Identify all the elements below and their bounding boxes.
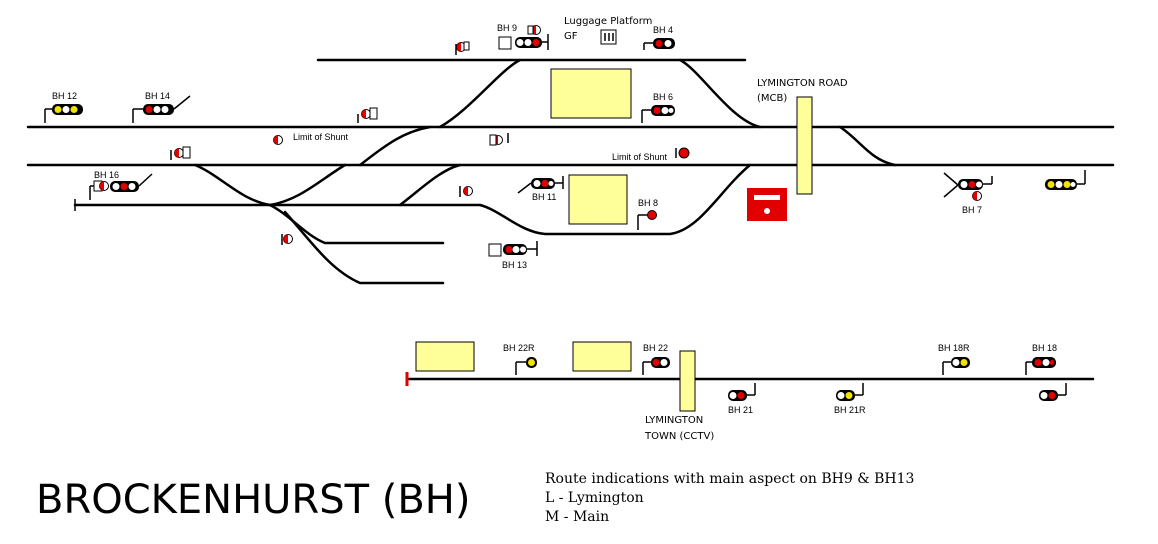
signal-head-icon: [1045, 170, 1086, 190]
track-lower-loop-east: [478, 163, 752, 236]
shunt-signal-icon: [357, 107, 378, 123]
note-main: M - Main: [545, 509, 609, 525]
signal-head-icon: [89, 173, 153, 200]
label-bh6: BH 6: [653, 92, 673, 102]
label-bh4: BH 4: [653, 25, 673, 35]
signal-head-icon: [637, 210, 657, 230]
siding-1: [268, 203, 445, 245]
label-mcb: (MCB): [757, 93, 787, 104]
platform-1: [550, 68, 632, 119]
signal-head-icon: [488, 241, 538, 257]
shunt-signal-icon: [459, 186, 473, 197]
crossover-2: [838, 125, 897, 167]
label-lymington-town: LYMINGTON: [645, 415, 703, 426]
shunt-signal-icon: [170, 146, 191, 160]
label-gf: GF: [564, 31, 578, 42]
label-cctv: TOWN (CCTV): [644, 431, 714, 442]
label-bh18r: BH 18R: [938, 343, 970, 353]
label-bh8: BH 8: [638, 198, 658, 208]
label-limit-of-shunt-2: Limit of Shunt: [612, 152, 668, 162]
labels: BH 9 Luggage Platform GF BH 4 LYMINGTON …: [36, 16, 1057, 525]
signal-head-icon: [643, 38, 675, 50]
label-bh13: BH 13: [502, 260, 527, 270]
signal-head-icon: [728, 383, 756, 401]
diagram-title: BROCKENHURST (BH): [36, 477, 471, 523]
shunt-signal-icon: [281, 234, 293, 245]
signal-head-icon: [1025, 357, 1056, 375]
track-lower-loop-rise: [398, 163, 462, 207]
label-limit-of-shunt-1: Limit of Shunt: [293, 132, 349, 142]
signal-head-icon: [515, 357, 537, 375]
signal-head-icon: [943, 172, 993, 201]
tracks: [26, 58, 1115, 386]
signals: [44, 25, 1086, 401]
signal-head-icon: [1039, 383, 1067, 401]
track-top-loop: [316, 58, 521, 129]
label-bh12: BH 12: [52, 91, 77, 101]
signal-head-icon: [132, 95, 191, 123]
shunt-signal-icon: [455, 41, 470, 55]
label-bh21r: BH 21R: [834, 405, 866, 415]
platform-2: [568, 174, 628, 225]
label-bh9: BH 9: [497, 23, 517, 33]
label-bh22: BH 22: [643, 343, 668, 353]
label-bh18: BH 18: [1032, 343, 1057, 353]
note-lymington: L - Lymington: [545, 490, 644, 506]
signal-head-icon: [498, 25, 549, 50]
signal-head-icon: [642, 357, 670, 375]
label-luggage-platform: Luggage Platform: [564, 16, 652, 27]
note-route-indications: Route indications with main aspect on BH…: [545, 471, 914, 487]
crossover-4: [268, 163, 347, 207]
signal-head-icon: [942, 357, 970, 375]
label-bh22r: BH 22R: [503, 343, 535, 353]
shunt-signal-icon: [273, 135, 283, 145]
level-crossing-icon: [796, 96, 813, 195]
platform-lymington-1: [415, 341, 475, 372]
siding-2: [283, 210, 445, 285]
shunt-signal-icon: [675, 147, 690, 159]
signal-head-icon: [44, 104, 83, 123]
level-crossing-icon: [679, 350, 696, 412]
label-lymington-road: LYMINGTON ROAD: [757, 78, 848, 89]
label-bh14: BH 14: [145, 91, 170, 101]
crossover-1: [358, 125, 432, 167]
signal-head-icon: [836, 383, 864, 401]
platform-lymington-2: [572, 341, 632, 372]
label-bh16: BH 16: [94, 170, 119, 180]
signal-head-icon: [641, 105, 675, 123]
crossover-3: [193, 163, 272, 207]
platforms: [415, 68, 813, 412]
label-bh7: BH 7: [962, 205, 982, 215]
signal-box-icon: [747, 188, 787, 221]
ground-frame-icon: [600, 29, 617, 45]
label-bh11: BH 11: [532, 192, 556, 202]
signal-head-icon: [517, 176, 564, 194]
label-bh21: BH 21: [728, 405, 753, 415]
shunt-signal-icon: [489, 133, 509, 146]
